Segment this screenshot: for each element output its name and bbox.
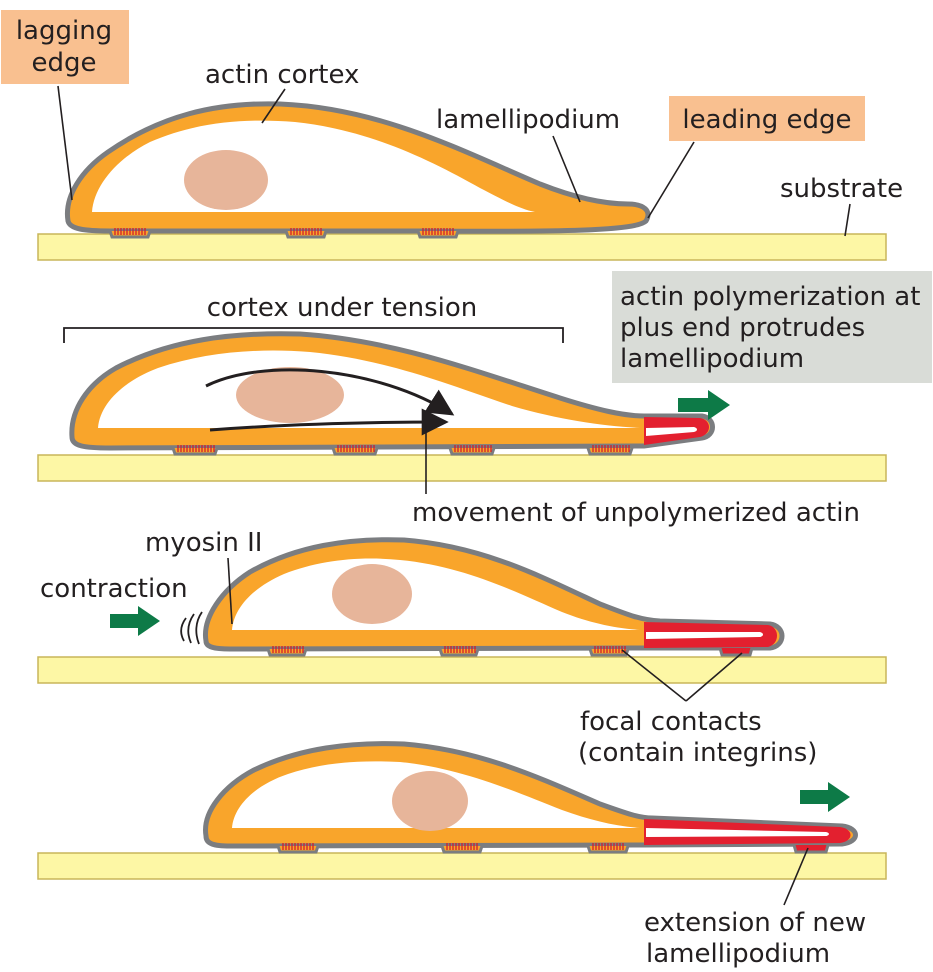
panel-2: cortex under tension actin polymerizatio… bbox=[38, 271, 932, 528]
focal-contacts-label-2: (contain integrins) bbox=[578, 738, 817, 768]
focal-contact-bump bbox=[794, 845, 828, 852]
leading-edge-pointer bbox=[648, 142, 694, 218]
nucleus bbox=[184, 150, 268, 210]
panel-1: lagging edge actin cortex lamellipodium … bbox=[1, 10, 903, 260]
substrate-bar bbox=[38, 455, 886, 481]
nucleus bbox=[392, 771, 468, 831]
myosin-ii-label: myosin II bbox=[145, 528, 262, 558]
extension-label-1: extension of new bbox=[644, 908, 866, 938]
substrate-label: substrate bbox=[780, 174, 903, 204]
polymerization-label-1: actin polymerization at bbox=[620, 282, 920, 312]
lagging-edge-label-1: lagging bbox=[16, 16, 112, 46]
panel-3: myosin II contraction focal contacts (co… bbox=[38, 528, 886, 768]
lagging-edge-label-2: edge bbox=[32, 48, 97, 78]
focal-contact-bump bbox=[720, 648, 752, 655]
polymerization-label-3: lamellipodium bbox=[620, 344, 804, 374]
lagging-edge-pointer bbox=[58, 86, 72, 200]
motion-lines-icon bbox=[181, 612, 202, 644]
green-arrow-icon bbox=[800, 782, 850, 812]
leading-edge-label: leading edge bbox=[682, 105, 851, 135]
nucleus bbox=[236, 367, 344, 423]
extension-label-2: lamellipodium bbox=[646, 939, 830, 969]
cortex-under-tension-label: cortex under tension bbox=[207, 293, 478, 323]
substrate-bar bbox=[38, 853, 886, 879]
panel-4: extension of new lamellipodium bbox=[38, 744, 886, 969]
lamellipodium-label: lamellipodium bbox=[436, 105, 620, 135]
contraction-label: contraction bbox=[40, 574, 188, 604]
movement-label: movement of unpolymerized actin bbox=[412, 498, 860, 528]
green-arrow-icon bbox=[110, 606, 160, 636]
polymerization-label-2: plus end protrudes bbox=[620, 313, 865, 343]
nucleus bbox=[332, 564, 412, 624]
actin-cortex-label: actin cortex bbox=[205, 60, 359, 90]
substrate-pointer bbox=[845, 204, 850, 236]
focal-contacts-label-1: focal contacts bbox=[580, 707, 762, 737]
substrate-bar bbox=[38, 657, 886, 683]
substrate-bar bbox=[38, 234, 886, 260]
